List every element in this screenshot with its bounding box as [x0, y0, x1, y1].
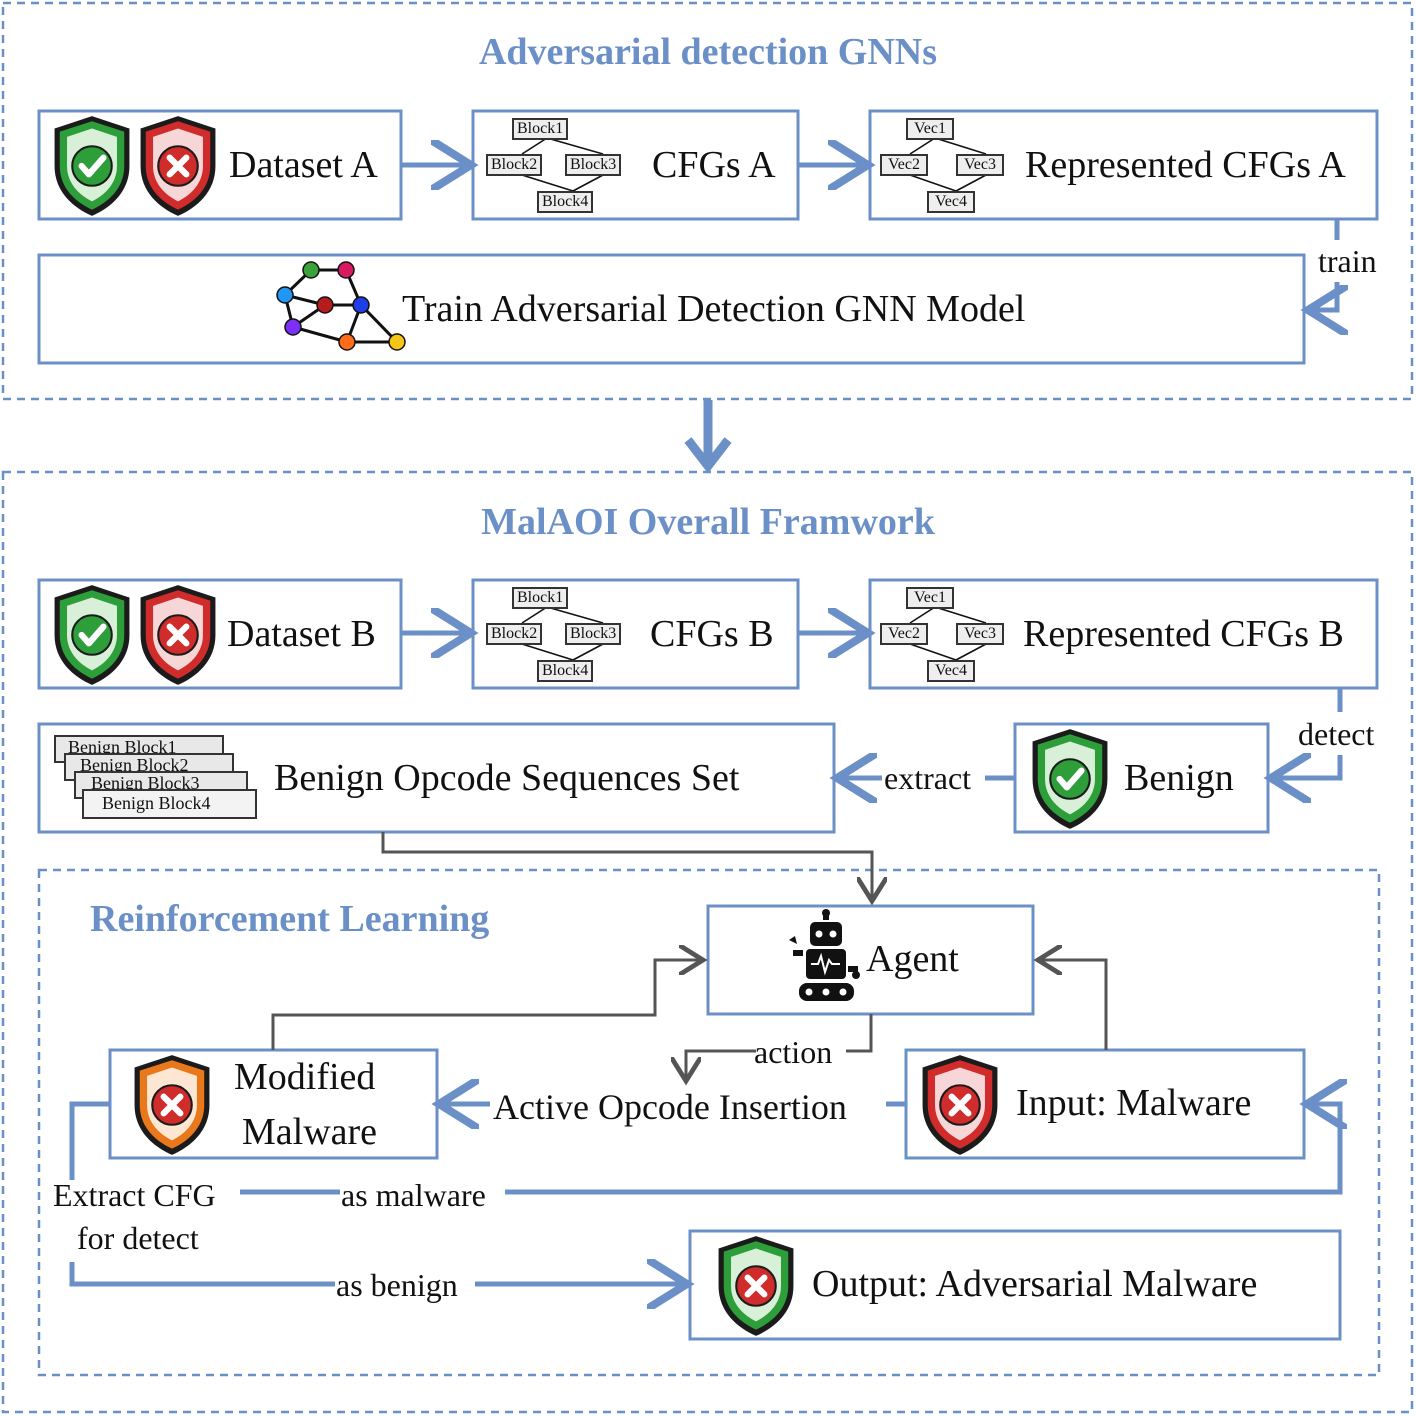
gnn-network-icon: [276, 261, 406, 351]
vec-b-1: Vec1: [906, 587, 954, 609]
vec-graph-b: [909, 606, 987, 661]
vec-a-2: Vec2: [880, 154, 928, 176]
vec-graph-a: [909, 137, 987, 192]
as-malware-label: as malware: [341, 1177, 486, 1213]
vec-b-3: Vec3: [956, 623, 1004, 645]
agent-label: Agent: [866, 938, 959, 980]
represented-a-label: Represented CFGs A: [1025, 144, 1346, 186]
cfgs-b-label: CFGs B: [650, 613, 774, 655]
detect-label: detect: [1298, 716, 1375, 752]
benign-block-stack: [54, 735, 257, 819]
benign-label: Benign: [1124, 757, 1234, 799]
input-malware-label: Input: Malware: [1016, 1082, 1252, 1124]
cfg-b-block-1: Block1: [512, 587, 569, 609]
train-model-label: Train Adversarial Detection GNN Model: [402, 288, 1026, 330]
middle-section-title: MalAOI Overall Framwork: [481, 501, 935, 543]
modified-line1: Modified: [234, 1056, 376, 1098]
cfg-graph-a: [521, 137, 604, 192]
as-benign-label: as benign: [336, 1267, 458, 1303]
dataset-b-label: Dataset B: [227, 613, 376, 655]
section-down-arrow: [684, 400, 732, 474]
agent-box: [706, 904, 1035, 1016]
benign-block-2: Benign Block2: [80, 755, 189, 771]
extract-cfg-line1: Extract CFG: [53, 1177, 216, 1213]
cfg-a-block-2: Block2: [486, 154, 543, 176]
vec-a-1: Vec1: [906, 118, 954, 140]
cfg-a-block-3: Block3: [565, 154, 622, 176]
represented-b-box: [868, 578, 1379, 690]
train-model-box: [37, 253, 1306, 365]
modified-line2: Malware: [242, 1111, 378, 1153]
represented-b-label: Represented CFGs B: [1023, 613, 1344, 655]
top-section-title: Adversarial detection GNNs: [478, 31, 938, 73]
benign-block-4: Benign Block4: [102, 793, 211, 813]
cfg-a-block-1: Block1: [512, 118, 569, 140]
vec-b-2: Vec2: [880, 623, 928, 645]
cfg-b-block-4: Block4: [537, 660, 594, 682]
cfg-b-block-3: Block3: [565, 623, 622, 645]
output-box: [688, 1229, 1342, 1341]
cfg-b-block-2: Block2: [486, 623, 543, 645]
insertion-label: Active Opcode Insertion: [493, 1087, 847, 1127]
rl-section-frame: [37, 868, 1381, 1377]
action-label: action: [754, 1034, 833, 1070]
train-label: train: [1318, 243, 1377, 279]
vec-a-3: Vec3: [956, 154, 1004, 176]
top-section-frame: [1, 1, 1414, 401]
cfg-a-block-4: Block4: [537, 191, 594, 213]
dataset-a-label: Dataset A: [229, 144, 378, 186]
cfg-graph-b: [521, 606, 604, 661]
vec-a-4: Vec4: [927, 191, 975, 213]
robot-icon: [789, 909, 860, 1001]
rl-section-title: Reinforcement Learning: [90, 898, 490, 940]
opcode-set-label: Benign Opcode Sequences Set: [274, 757, 740, 799]
vec-b-4: Vec4: [927, 660, 975, 682]
output-label: Output: Adversarial Malware: [812, 1263, 1258, 1305]
benign-block-1: Benign Block1: [68, 737, 177, 753]
cfgs-a-label: CFGs A: [652, 144, 776, 186]
extract-cfg-line2: for detect: [77, 1220, 199, 1256]
extract-label: extract: [884, 760, 972, 796]
benign-block-3: Benign Block3: [91, 773, 200, 789]
